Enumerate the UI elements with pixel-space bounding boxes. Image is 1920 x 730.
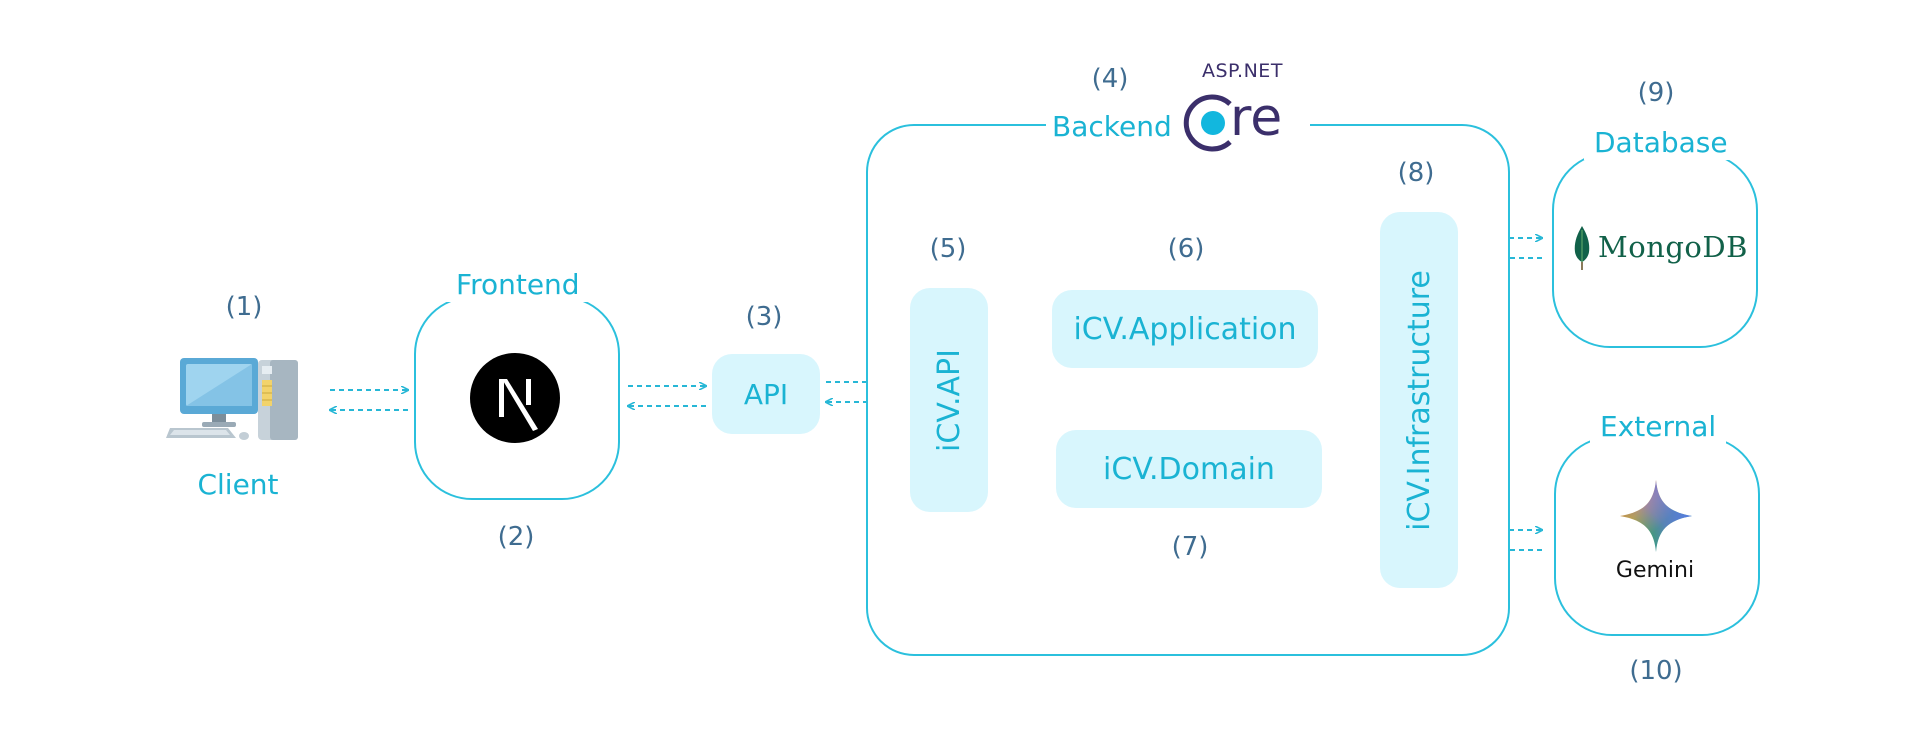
mongodb-wordmark: MongoDB bbox=[1598, 230, 1748, 264]
icv-infrastructure-label: iCV.Infrastructure bbox=[1401, 269, 1437, 531]
mongodb-leaf-icon bbox=[1574, 226, 1590, 270]
icv-application-number: (6) bbox=[1167, 234, 1205, 264]
gemini-wordmark: Gemini bbox=[1615, 558, 1695, 583]
frontend-title: Frontend bbox=[446, 268, 590, 302]
icv-domain-number: (7) bbox=[1171, 532, 1209, 562]
database-number: (9) bbox=[1637, 78, 1675, 108]
core-word: re bbox=[1230, 88, 1283, 148]
gemini-sparkle-icon bbox=[1616, 478, 1696, 554]
icv-api-label: iCV.API bbox=[931, 348, 967, 452]
mongodb-logo: MongoDB . bbox=[1572, 224, 1752, 274]
frontend-number: (2) bbox=[497, 522, 535, 552]
backend-number: (4) bbox=[1091, 64, 1129, 94]
desktop-computer-icon bbox=[166, 356, 306, 444]
icv-domain-box: iCV.Domain bbox=[1056, 430, 1322, 508]
client-label: Client bbox=[197, 468, 279, 501]
icv-domain-label: iCV.Domain bbox=[1103, 451, 1275, 487]
icv-application-box: iCV.Application bbox=[1052, 290, 1318, 368]
client-number: (1) bbox=[225, 292, 263, 322]
aspnet-label: ASP.NET bbox=[1202, 60, 1283, 82]
external-number: (10) bbox=[1629, 656, 1683, 686]
icv-api-box: iCV.API bbox=[910, 288, 988, 512]
nextjs-logo bbox=[470, 353, 560, 443]
api-box: API bbox=[712, 354, 820, 434]
aspnet-core-logo: ASP.NET re bbox=[1180, 58, 1300, 168]
core-c-mark bbox=[1183, 94, 1232, 152]
mongodb-trademark: . bbox=[1738, 238, 1743, 254]
icv-api-number: (5) bbox=[929, 234, 967, 264]
backend-title: Backend bbox=[1052, 110, 1172, 143]
icv-infrastructure-box: iCV.Infrastructure bbox=[1380, 212, 1458, 588]
api-label: API bbox=[743, 377, 789, 411]
icv-infrastructure-number: (8) bbox=[1397, 158, 1435, 188]
database-title: Database bbox=[1584, 126, 1738, 160]
external-title: External bbox=[1590, 410, 1727, 444]
icv-application-label: iCV.Application bbox=[1073, 311, 1297, 347]
backend-title-group: Backend bbox=[1046, 100, 1310, 170]
api-number: (3) bbox=[745, 302, 783, 332]
